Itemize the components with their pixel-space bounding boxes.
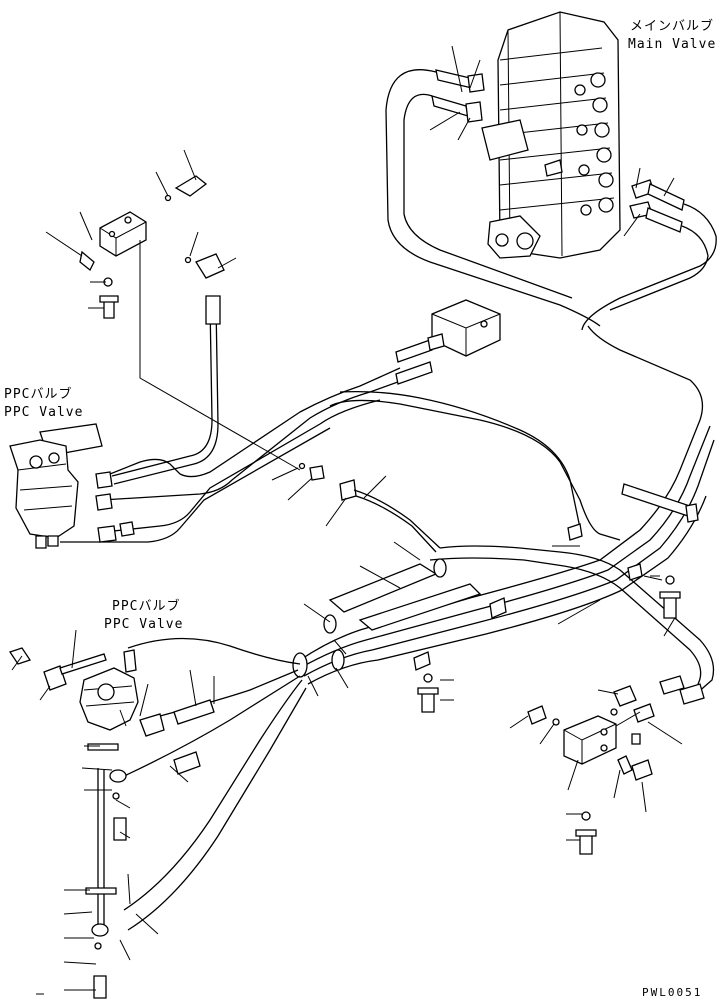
ppc-top-hoses: [60, 367, 421, 543]
junction-block-top-center: [395, 299, 501, 385]
clamps-mid: [292, 483, 699, 678]
ppc-valve-bottom-label-jp: PPCバルブ: [112, 598, 180, 614]
bolts-right: [417, 575, 681, 713]
leader-lines-bottom-right: [509, 689, 683, 841]
junction-block-bottom-right: [527, 675, 705, 855]
leader-lines-main-valve: [429, 45, 675, 237]
main-valve: [481, 11, 621, 259]
ppc-valve-top-label-en: PPC Valve: [4, 405, 83, 420]
main-pipe-bundle: [299, 325, 715, 685]
fittings-center: [298, 462, 441, 553]
main-valve-return-loop: [385, 69, 717, 331]
fittings-bottom-left: [8, 647, 215, 999]
main-valve-label-en: Main Valve: [628, 37, 716, 52]
ppc-valve-top-label-jp: PPCバルブ: [4, 386, 72, 402]
drawing-code: PWL0051: [642, 986, 702, 999]
ppc-bottom-hoses: [97, 637, 307, 931]
leader-lines-bottom-left: [11, 629, 215, 995]
leader-lines-center: [271, 467, 677, 697]
ppc-valve-bottom-label-en: PPC Valve: [104, 617, 183, 632]
leader-lines-top-left: [45, 149, 301, 471]
upper-mid-bundle: [339, 390, 715, 695]
main-valve-fittings: [431, 69, 685, 233]
pipe-top-left-down: [111, 295, 221, 485]
main-valve-label-jp: メインバルブ: [630, 18, 714, 34]
shuttle-block-top-left: [79, 175, 225, 319]
ppc-valve-bottom: [79, 649, 165, 737]
ppc-valve-top: [9, 423, 103, 549]
